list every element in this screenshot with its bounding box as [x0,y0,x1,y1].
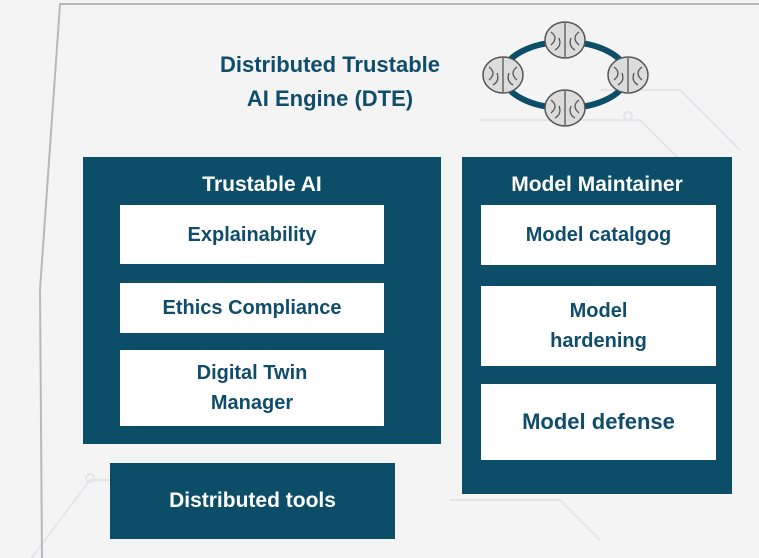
brain-network-ring [482,21,649,127]
explainability-box: Explainability [120,205,384,264]
model-defense-box: Model defense [481,384,716,460]
digital-twin-label-line1: Digital Twin [196,362,308,384]
brain-icon [482,56,524,94]
model-catalog-box: Model catalgog [481,205,716,265]
engine-title-line2: AI Engine (DTE) [246,86,414,111]
trustable-ai-heading: Trustable AI [202,173,322,196]
digital-twin-manager-box: Digital Twin Manager [120,350,384,426]
explainability-label: Explainability [187,223,317,246]
model-maintainer-heading: Model Maintainer [511,173,683,196]
brain-icon [607,56,649,94]
distributed-tools-label: Distributed tools [169,489,336,512]
model-maintainer-panel: Model Maintainer Model catalgog Model ha… [462,157,732,494]
trustable-ai-panel: Trustable AI Explainability Ethics Compl… [83,157,441,444]
engine-title-line1: Distributed Trustable [219,52,441,77]
ethics-compliance-label: Ethics Compliance [162,297,342,319]
engine-title: Distributed Trustable AI Engine (DTE) [180,48,480,116]
model-catalog-label: Model catalgog [525,224,672,246]
ethics-compliance-box: Ethics Compliance [120,283,384,333]
model-hardening-label-line1: Model [569,300,628,322]
brain-icon [544,89,586,127]
digital-twin-label-line2: Manager [210,392,294,414]
model-hardening-box: Model hardening [481,286,716,366]
distributed-tools-box: Distributed tools [110,463,395,539]
brain-icon [544,21,586,59]
model-hardening-label-line2: hardening [550,330,647,352]
frame-outline [38,3,759,558]
model-defense-label: Model defense [522,409,675,434]
